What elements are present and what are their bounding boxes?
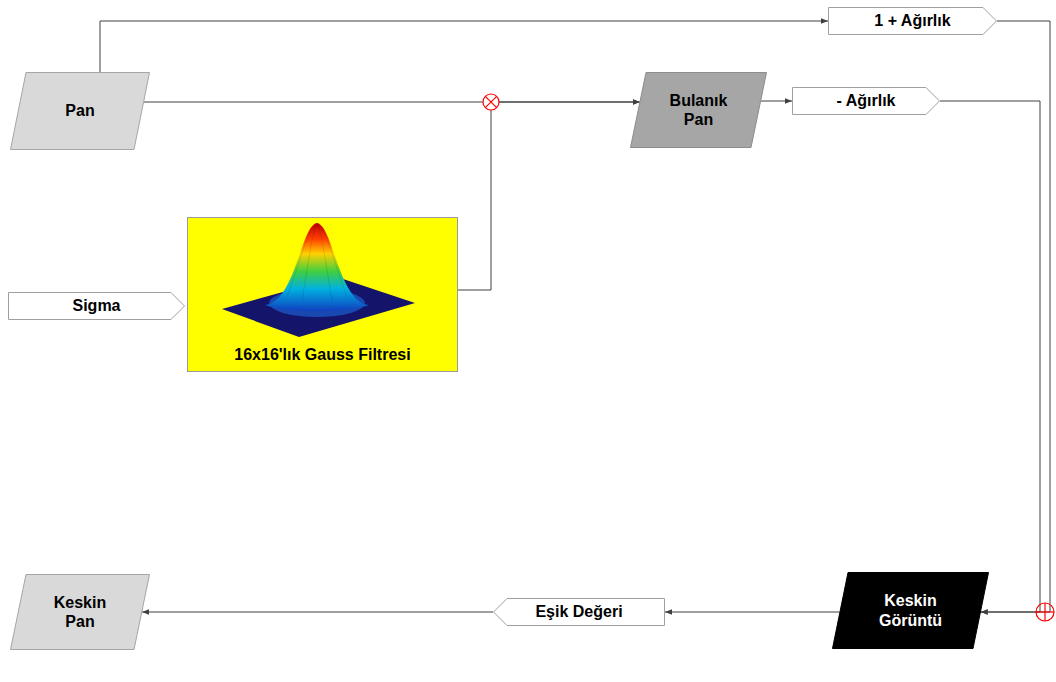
input-data: Pan bbox=[10, 72, 150, 150]
node-label: Eşik Değeri bbox=[535, 602, 622, 621]
node-label: Bulanık Pan bbox=[662, 91, 736, 129]
sharp-image-data-outline bbox=[832, 572, 989, 649]
sum-symbol bbox=[1036, 603, 1054, 621]
output-data: Keskin Pan bbox=[10, 574, 150, 650]
gauss-surface-illustration bbox=[187, 217, 458, 352]
multiply-symbol bbox=[483, 94, 499, 110]
flow-arrow bbox=[100, 21, 828, 72]
parameter-tag: Sigma bbox=[8, 292, 185, 320]
weight-tag: 1 + Ağırlık bbox=[828, 7, 997, 35]
node-label: Pan bbox=[65, 101, 94, 120]
node-label: Keskin Pan bbox=[44, 593, 116, 631]
flow-arrow bbox=[761, 101, 792, 102]
blurred-data: Bulanık Pan bbox=[630, 72, 767, 148]
threshold-tag: Eşik Değeri bbox=[493, 598, 665, 626]
flow-arrow bbox=[940, 101, 1040, 612]
flow-arrow bbox=[458, 102, 640, 290]
blurred-data-outline bbox=[630, 72, 767, 148]
sharp-image-data: Keskin Görüntü bbox=[832, 572, 989, 649]
flow-arrow bbox=[142, 612, 493, 613]
node-label: 1 + Ağırlık bbox=[874, 11, 950, 30]
node-label: 16x16'lık Gauss Filtresi bbox=[234, 345, 410, 364]
weight-tag: - Ağırlık bbox=[792, 87, 940, 115]
node-label: - Ağırlık bbox=[837, 91, 896, 110]
node-label: Keskin Görüntü bbox=[873, 591, 949, 629]
node-label: Sigma bbox=[72, 296, 120, 315]
gauss-filter-box: 16x16'lık Gauss Filtresi bbox=[187, 217, 458, 372]
output-data-outline bbox=[10, 574, 150, 650]
flow-arrow bbox=[665, 612, 840, 613]
